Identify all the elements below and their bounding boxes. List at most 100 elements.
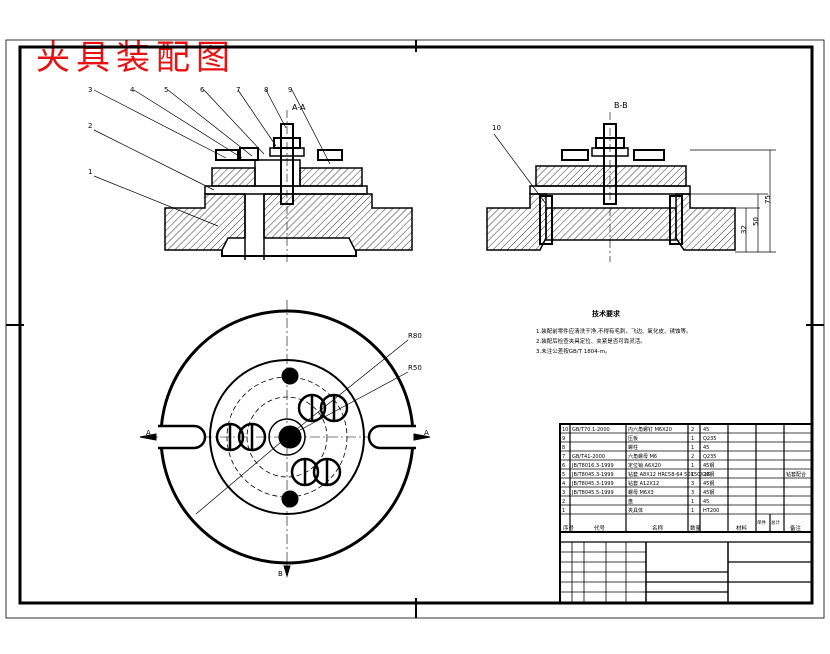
bb-base-right: [675, 193, 736, 251]
bom-cell-material: 45钢: [703, 489, 714, 496]
bom-cell-name: 盘: [628, 498, 633, 505]
bom-header-code: 代号: [594, 524, 606, 532]
bom-cell-no: 6: [562, 463, 565, 469]
bom-header-qty: 数量: [690, 524, 702, 532]
bom-cell-no: 7: [562, 454, 565, 460]
bom-cell-no: 8: [562, 445, 565, 451]
bom-cell-code: JB/T8016.3-1999: [571, 463, 614, 469]
callout-4: 4: [130, 86, 135, 94]
callout-5: 5: [164, 86, 168, 94]
bom-header-single: 单件: [757, 519, 766, 526]
notes-line-3: 3.未注公差按GB/T 1804-m。: [536, 347, 611, 355]
bom-cell-code: JB/T8045.3-1999: [571, 481, 614, 487]
bushing-pair-left: [215, 422, 267, 452]
central-stud: [280, 123, 294, 205]
drawing-title: 夹具装配图: [36, 38, 236, 78]
bom-cell-no: 5: [562, 472, 565, 478]
top-disc: [211, 167, 256, 187]
view-mark-b: B: [278, 570, 283, 578]
bom-cell-code: JB/T8045.3-1999: [571, 472, 614, 478]
callout-7: 7: [236, 86, 240, 94]
notes-heading: 技术要求: [592, 309, 621, 318]
bolt-bottom: [281, 490, 299, 508]
callouts-b-b: 10 B-B 32 50 75: [492, 101, 772, 234]
bom-cell-material: 45: [703, 445, 709, 451]
notes-line-1: 1.装配前零件应清洗干净,不得有毛刺、飞边、氧化皮、锈蚀等。: [536, 327, 692, 335]
callout-3: 3: [88, 86, 92, 94]
bom-header-name: 名称: [652, 524, 664, 532]
section-label-b-b: B-B: [614, 101, 628, 110]
callout-1: 1: [88, 168, 92, 176]
callout-8: 8: [264, 86, 268, 94]
technical-notes: 技术要求 1.装配前零件应清洗干净,不得有毛刺、飞边、氧化皮、锈蚀等。 2.装配…: [536, 309, 692, 355]
bom-cell-name: 六角螺母 M6: [628, 453, 657, 460]
bom-cell-no: 4: [562, 481, 565, 487]
section-view-b-b: [486, 112, 776, 262]
callout-9: 9: [288, 86, 292, 94]
callout-2: 2: [88, 122, 92, 130]
leader-lines-a-a: [93, 89, 331, 227]
callout-6: 6: [200, 86, 205, 94]
bb-screw-right: [669, 195, 683, 245]
bushing-pair-top: [297, 393, 349, 423]
bom-header-note: 备注: [790, 524, 802, 532]
bom-cell-no: 2: [562, 499, 565, 505]
bb-base-core: [545, 207, 677, 241]
plan-labels: R80 R50 A A B: [146, 332, 429, 578]
bom-cell-name: 内六角螺钉 M6X20: [628, 426, 672, 433]
dim-h2: 50: [752, 217, 760, 226]
bom-cell-no: 3: [562, 490, 565, 496]
u-slot-left: [158, 426, 206, 448]
notes-line-2: 2.装配后检查夹具定位、夹紧是否可靠灵活。: [536, 337, 646, 345]
bom-cell-name: 钻套 A8X12 HRC58-64 50X50X16: [628, 471, 710, 478]
bom-cell-material: 45钢: [703, 462, 714, 469]
bom-cell-code: GB/T70.1-2000: [572, 427, 610, 433]
u-slot-right: [368, 426, 416, 448]
bom-cell-no: 9: [562, 436, 565, 442]
bom-header-total: 总计: [771, 519, 780, 526]
drawing-frame: [18, 45, 814, 605]
bom-cell-material: HT200: [703, 508, 719, 514]
bom-cell-qty: 1: [691, 472, 694, 478]
bom-table: [559, 423, 813, 604]
callouts-a-a: 1 2 3 4 5 6 7 8 9 A-A: [88, 86, 306, 176]
bolt-top: [281, 367, 299, 385]
dim-h3: 32: [740, 225, 748, 234]
clamp-nut-left: [215, 149, 239, 161]
bom-cell-qty: 1: [691, 436, 694, 442]
inner-disc: [209, 359, 365, 515]
section-view-a-a: [93, 89, 413, 262]
bom-cell-qty: 3: [691, 490, 694, 496]
bom-cell-code: JB/T8045.5-1999: [571, 490, 614, 496]
bom-header: 序号 代号 名称 数量 材料 单件 总计 备注: [563, 519, 802, 532]
bb-base-left: [486, 193, 547, 251]
view-mark-a-left: A: [146, 429, 151, 437]
middle-plate: [204, 185, 368, 195]
centring-marks: [6, 40, 824, 618]
bom-cell-name: 夹具体: [628, 507, 643, 514]
dimension-lines: [690, 149, 776, 253]
dim-r80: R80: [408, 332, 422, 340]
bom-cell-name: 定位销 A6X20: [628, 462, 661, 469]
bom-cell-name: 螺母 M6X3: [628, 489, 654, 496]
dim-r50: R50: [408, 364, 422, 372]
bom-header-no: 序号: [563, 524, 575, 532]
bom-cell-qty: 1: [691, 499, 694, 505]
bom-cell-qty: 1: [691, 445, 694, 451]
callout-10: 10: [492, 124, 501, 132]
bom-cell-no: 1: [562, 508, 565, 514]
bushing-pair-bottom: [290, 457, 342, 487]
bom-cell-name: 螺柱: [628, 444, 638, 451]
bb-top-disc: [535, 165, 687, 187]
bom-cell-qty: 2: [691, 454, 694, 460]
bom-cell-name: 压板: [628, 435, 638, 442]
base-bottom-profile: [221, 250, 357, 257]
bom-cell-note: 钻套配合: [786, 471, 806, 478]
bom-cell-material: 45: [703, 499, 709, 505]
base-body-right: [263, 193, 413, 251]
bom-cell-material: Q235: [703, 454, 716, 460]
dim-h1: 75: [764, 195, 772, 204]
bom-cell-material: 45钢: [703, 480, 714, 487]
section-label-a-a: A-A: [292, 103, 306, 112]
